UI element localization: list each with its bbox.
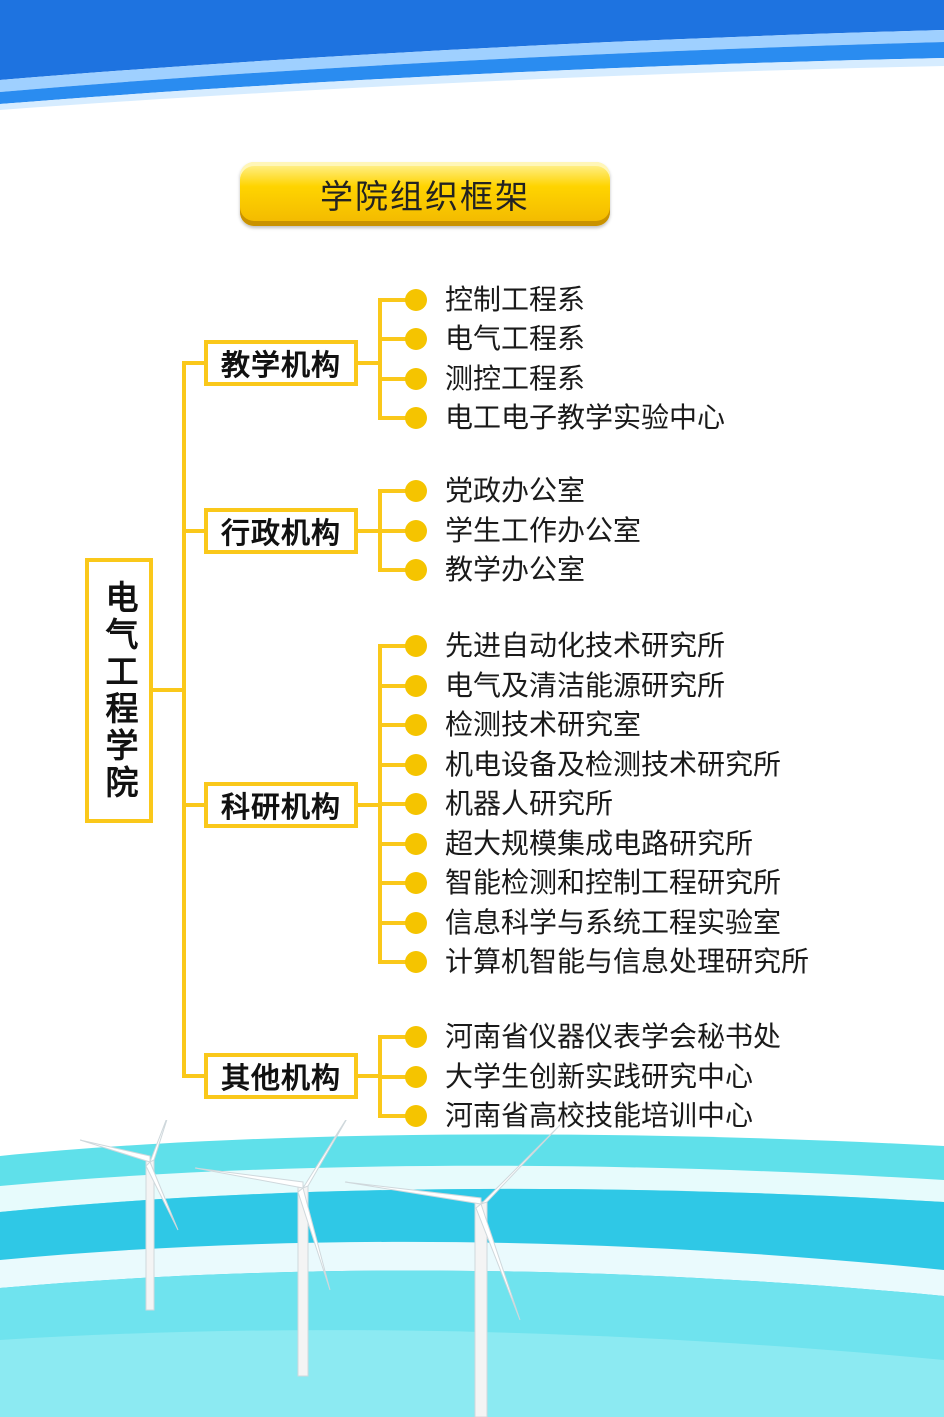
bullet-dot-icon bbox=[405, 951, 427, 973]
leaf-item: 检测技术研究室 bbox=[445, 708, 642, 741]
bullet-dot-icon bbox=[405, 1026, 427, 1048]
leaf-item: 河南省高校技能培训中心 bbox=[445, 1099, 754, 1132]
root-node: 电气工程学院 bbox=[85, 558, 153, 823]
leaf-item: 计算机智能与信息处理研究所 bbox=[445, 945, 810, 978]
leaf-item: 电工电子教学实验中心 bbox=[445, 401, 726, 434]
bullet-dot-icon bbox=[405, 714, 427, 736]
bullet-dot-icon bbox=[405, 872, 427, 894]
bullet-dot-icon bbox=[405, 1066, 427, 1088]
bullet-dot-icon bbox=[405, 559, 427, 581]
leaf-item: 智能检测和控制工程研究所 bbox=[445, 866, 782, 899]
leaf-item: 机电设备及检测技术研究所 bbox=[445, 748, 782, 781]
leaf-item: 先进自动化技术研究所 bbox=[445, 629, 726, 662]
bullet-dot-icon bbox=[405, 328, 427, 350]
leaf-item: 电气工程系 bbox=[445, 322, 586, 355]
category-node-administration: 行政机构 bbox=[204, 508, 358, 554]
leaf-item: 河南省仪器仪表学会秘书处 bbox=[445, 1020, 782, 1053]
category-label: 其他机构 bbox=[220, 1061, 341, 1095]
leaf-item: 学生工作办公室 bbox=[445, 514, 642, 547]
bullet-dot-icon bbox=[405, 635, 427, 657]
top-wave-decoration bbox=[0, 0, 944, 110]
category-label: 科研机构 bbox=[220, 790, 341, 824]
category-node-research: 科研机构 bbox=[204, 782, 358, 828]
category-label: 行政机构 bbox=[220, 516, 341, 550]
bullet-dot-icon bbox=[405, 675, 427, 697]
root-label: 电气工程学院 bbox=[100, 579, 139, 802]
leaf-item: 控制工程系 bbox=[445, 283, 586, 316]
leaf-item: 测控工程系 bbox=[445, 362, 586, 395]
category-label: 教学机构 bbox=[220, 348, 341, 382]
wind-turbine-sea-scene bbox=[0, 1120, 944, 1417]
bullet-dot-icon bbox=[405, 793, 427, 815]
wind-turbine-icon bbox=[79, 1120, 179, 1311]
category-node-teaching: 教学机构 bbox=[204, 340, 358, 386]
bullet-dot-icon bbox=[405, 480, 427, 502]
leaf-item: 机器人研究所 bbox=[445, 787, 614, 820]
leaf-item: 党政办公室 bbox=[445, 474, 586, 507]
bullet-dot-icon bbox=[405, 1105, 427, 1127]
wind-turbine-icon bbox=[344, 1124, 561, 1417]
bullet-dot-icon bbox=[405, 912, 427, 934]
category-node-other: 其他机构 bbox=[204, 1053, 358, 1099]
leaf-item: 信息科学与系统工程实验室 bbox=[445, 906, 782, 939]
leaf-item: 电气及清洁能源研究所 bbox=[445, 669, 726, 702]
title-banner: 学院组织框架 bbox=[240, 162, 610, 226]
page-title: 学院组织框架 bbox=[320, 177, 530, 216]
bullet-dot-icon bbox=[405, 833, 427, 855]
bullet-dot-icon bbox=[405, 754, 427, 776]
leaf-item: 超大规模集成电路研究所 bbox=[445, 827, 754, 860]
bullet-dot-icon bbox=[405, 407, 427, 429]
bullet-dot-icon bbox=[405, 368, 427, 390]
wind-turbine-icon bbox=[194, 1120, 347, 1377]
bullet-dot-icon bbox=[405, 289, 427, 311]
leaf-item: 大学生创新实践研究中心 bbox=[445, 1060, 754, 1093]
leaf-item: 教学办公室 bbox=[445, 553, 586, 586]
bullet-dot-icon bbox=[405, 520, 427, 542]
